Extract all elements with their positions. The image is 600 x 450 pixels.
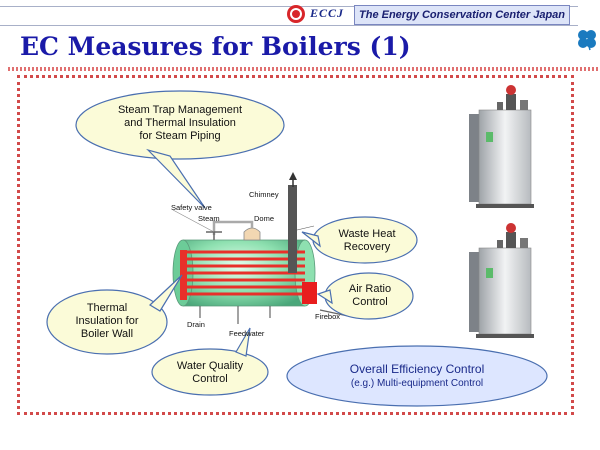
feedwater-label: Feedwater (229, 329, 265, 338)
logo-text: ECCJ (310, 6, 345, 20)
safety-valve-label: Safety valve (171, 203, 212, 212)
air-ratio-callout: Air Ratio Control (348, 283, 392, 308)
dome-label: Dome (254, 214, 275, 223)
callout-bubbles (46, 90, 418, 396)
efficiency-callout: Overall Efficiency Control (e.g.) Multi-… (297, 362, 537, 390)
content-frame (17, 75, 574, 415)
water-quality-callout: Water Quality Control (176, 360, 244, 385)
fire-tubes (180, 250, 305, 300)
title-underline (8, 67, 600, 71)
chimney (288, 185, 297, 273)
steam-dome (172, 209, 261, 241)
firebox (302, 282, 317, 304)
steam-label: Steam (198, 214, 220, 223)
organization-name: The Energy Conservation Center Japan (354, 5, 570, 25)
thermal-insulation-callout: Thermal Insulation for Boiler Wall (75, 302, 139, 340)
header-rule-bottom (0, 25, 578, 26)
chimney-label: Chimney (249, 190, 279, 199)
waste-heat-callout: Waste Heat Recovery (338, 228, 396, 253)
eccj-logo-icon (287, 5, 305, 23)
firebox-label: Firebox (315, 312, 341, 321)
page-title: EC Measures for Boilers (1) (20, 32, 411, 61)
clover-icon (578, 30, 596, 51)
steam-trap-callout: Steam Trap Management and Thermal Insula… (117, 104, 243, 142)
efficiency-main-text: Overall Efficiency Control (349, 362, 485, 376)
efficiency-bubble (286, 345, 548, 407)
efficiency-sub-text: (e.g.) Multi-equipment Control (350, 378, 484, 389)
packaged-boiler-top (469, 85, 534, 208)
drain-label: Drain (187, 320, 205, 329)
header-rule-top (0, 6, 578, 7)
packaged-boiler-bottom (469, 223, 534, 338)
